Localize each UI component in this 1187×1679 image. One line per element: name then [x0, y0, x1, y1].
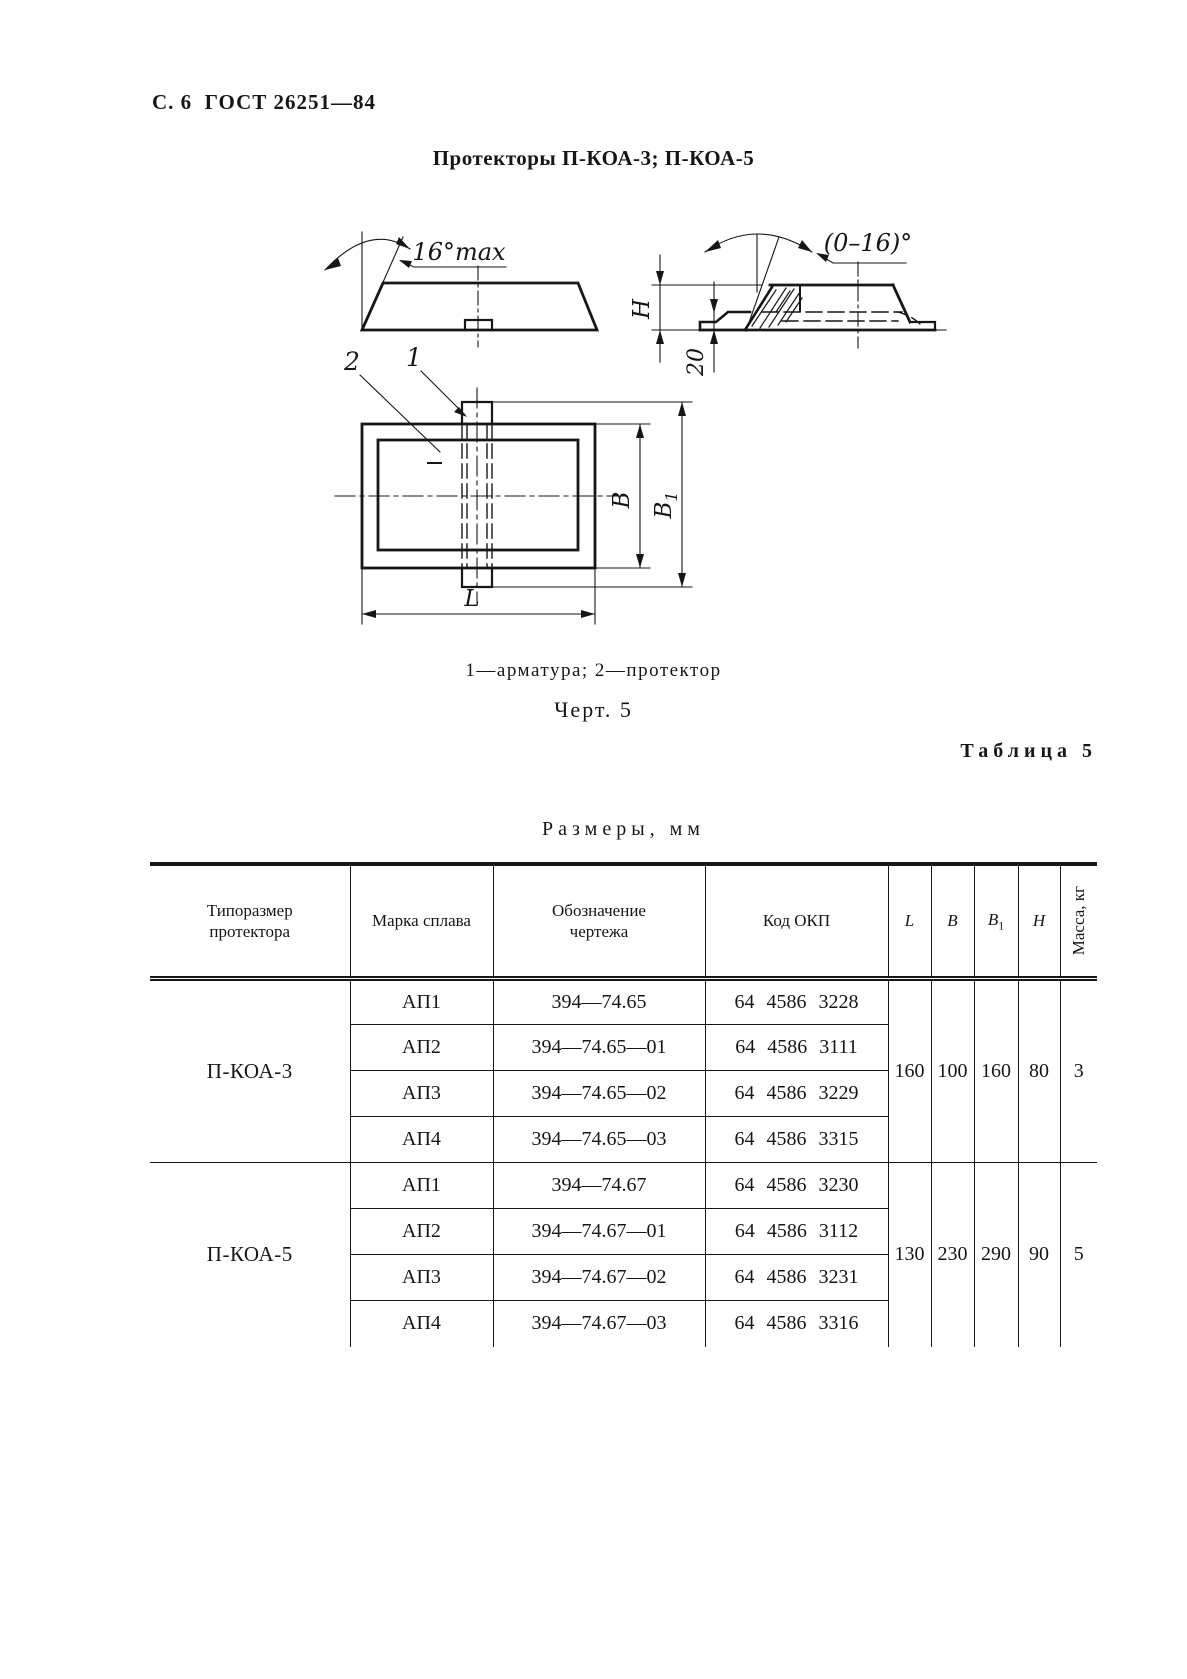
type-cell: П-КОА-5 — [150, 1162, 350, 1347]
drawing-cell: 394—74.65—02 — [492, 1070, 705, 1117]
depth-dim-label: 20 — [684, 348, 709, 377]
col-header-mass: Масса, кг — [1059, 864, 1097, 981]
angle-range-label: (0–16)° — [824, 229, 913, 257]
section-view: H 20 — [629, 229, 947, 377]
alloy-cell: АП1 — [349, 1162, 493, 1209]
drawing-cell: 394—74.65—01 — [492, 1024, 705, 1071]
dimensions-table: Типоразмер протектора Марка сплава Обозн… — [150, 862, 1097, 1347]
figure-number: Черт. 5 — [554, 697, 633, 722]
table-row: АП3 394—74.65—02 64 4586 3229 — [150, 1070, 1097, 1117]
table-row: АП3 394—74.67—02 64 4586 3231 — [150, 1254, 1097, 1301]
okp-cell: 64 4586 3231 — [704, 1254, 888, 1301]
dim-h-cell: 90 — [1017, 1162, 1060, 1347]
type-cell: П-КОА-3 — [206, 1059, 293, 1083]
col-header-okp: Код ОКП — [704, 864, 888, 981]
table-units-caption: Размеры, мм — [542, 818, 705, 840]
mass-cell: 5 — [1059, 1162, 1097, 1347]
drawing-cell: 394—74.65 — [492, 978, 705, 1025]
okp-cell: 64 4586 3230 — [704, 1162, 888, 1209]
plan-view: 2 1 B B1 L — [334, 343, 693, 625]
col-header-alloy: Марка сплава — [349, 864, 493, 981]
dim-h-cell: 80 — [1017, 978, 1060, 1163]
col-header-l: L — [887, 864, 931, 981]
dim-b1-cell: 160 — [973, 978, 1018, 1163]
table-row: АП4 394—74.67—03 64 4586 3316 — [150, 1300, 1097, 1347]
drawing-cell: 394—74.67—01 — [492, 1208, 705, 1255]
okp-cell: 64 4586 3229 — [704, 1070, 888, 1117]
col-header-h: H — [1017, 864, 1060, 981]
technical-drawing: 16°max H 20 — [324, 229, 947, 625]
drawing-cell: 394—74.65—03 — [492, 1116, 705, 1163]
length-dim-label: L — [463, 586, 479, 612]
drawing-cell: 394—74.67 — [492, 1162, 705, 1209]
table-header-row: Типоразмер протектора Марка сплава Обозн… — [150, 864, 1097, 981]
dim-b-cell: 230 — [930, 1162, 974, 1347]
table-row: АП2 394—74.67—01 64 4586 3112 — [150, 1208, 1097, 1255]
width-dim-label: B — [609, 492, 635, 510]
col-header-drawing: Обозначение чертежа — [492, 864, 705, 981]
page-header: С. 6 ГОСТ 26251—84 — [152, 90, 377, 114]
alloy-cell: АП4 — [349, 1116, 493, 1163]
figure-caption: 1—арматура; 2—протектор — [465, 660, 722, 681]
table-row: П-КОА-3 АП1 394—74.65 64 4586 3228 160 1… — [150, 978, 1097, 1163]
alloy-cell: АП2 — [349, 1208, 493, 1255]
table-row: П-КОА-5 АП1 394—74.67 64 4586 3230 130 2… — [150, 1162, 1097, 1347]
drawing-cell: 394—74.67—02 — [492, 1254, 705, 1301]
alloy-cell: АП1 — [349, 978, 493, 1025]
okp-cell: 64 4586 3228 — [704, 978, 888, 1025]
alloy-cell: АП3 — [349, 1254, 493, 1301]
okp-cell: 64 4586 3316 — [704, 1300, 888, 1347]
table-row: АП4 394—74.65—03 64 4586 3315 — [150, 1116, 1097, 1163]
part2-ref: 2 — [343, 347, 360, 376]
alloy-cell: АП4 — [349, 1300, 493, 1347]
part1-ref: 1 — [406, 343, 422, 372]
col-header-b: B — [930, 864, 974, 981]
width1-dim-label: B1 — [651, 491, 681, 519]
dim-b1-cell: 290 — [973, 1162, 1018, 1347]
alloy-cell: АП2 — [349, 1024, 493, 1071]
col-header-b1: B1 — [973, 864, 1018, 981]
dim-b-cell: 100 — [930, 978, 974, 1163]
side-view: 16°max — [324, 231, 600, 348]
dim-l-cell: 130 — [887, 1162, 931, 1347]
drawing-cell: 394—74.67—03 — [492, 1300, 705, 1347]
table-row: АП2 394—74.65—01 64 4586 3111 — [150, 1024, 1097, 1071]
okp-cell: 64 4586 3111 — [704, 1024, 888, 1071]
document-title: Протекторы П-КОА-3; П-КОА-5 — [432, 146, 755, 170]
angle-max-label: 16°max — [412, 238, 506, 266]
table-label: Таблица 5 — [960, 740, 1097, 762]
dim-l-cell: 160 — [887, 978, 931, 1163]
alloy-cell: АП3 — [349, 1070, 493, 1117]
okp-cell: 64 4586 3315 — [704, 1116, 888, 1163]
col-header-type: Типоразмер протектора — [150, 864, 350, 981]
mass-cell: 3 — [1059, 978, 1097, 1163]
okp-cell: 64 4586 3112 — [704, 1208, 888, 1255]
height-dim-label: H — [629, 298, 655, 320]
